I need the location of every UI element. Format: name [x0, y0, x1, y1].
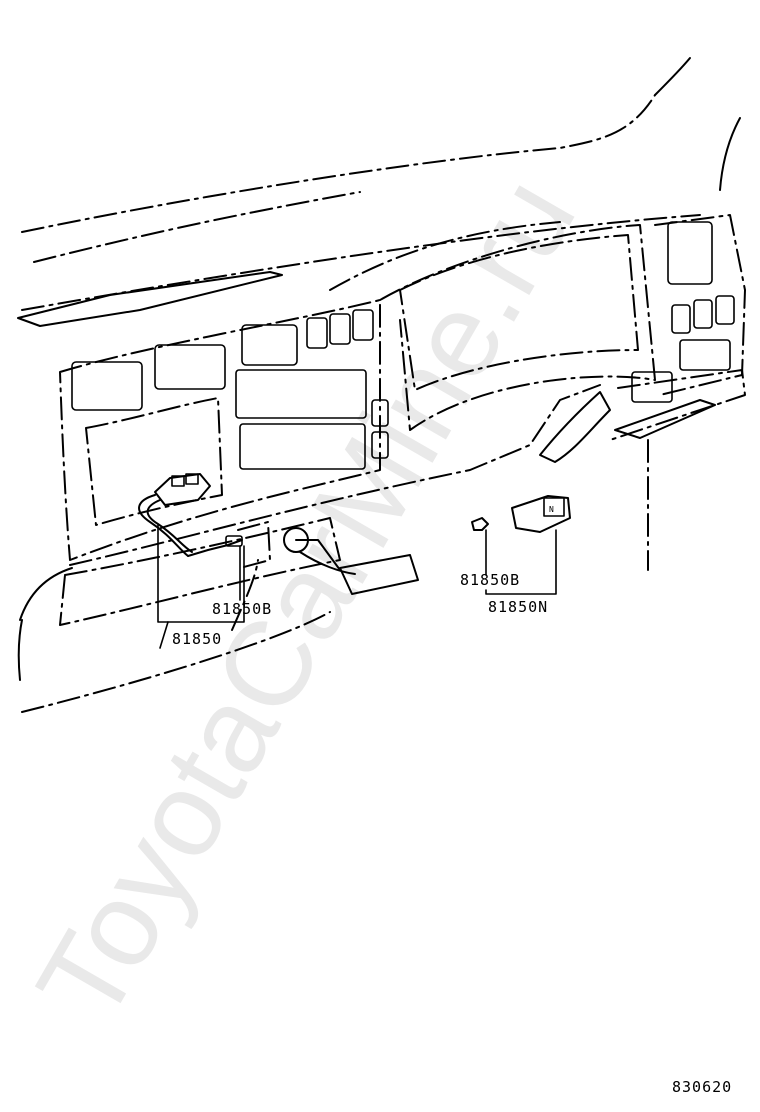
dashboard-outline [17, 57, 746, 713]
label-81850n: 81850N [488, 598, 548, 616]
label-81850b-right: 81850B [460, 571, 520, 589]
diagram-code: 830620 [672, 1078, 732, 1096]
label-81850: 81850 [172, 630, 222, 648]
leader-lines [157, 524, 557, 649]
svg-text:N: N [549, 505, 555, 514]
switch-assembly: N [471, 495, 571, 533]
label-81850b-left: 81850B [212, 600, 272, 618]
socket-assembly [138, 473, 419, 595]
